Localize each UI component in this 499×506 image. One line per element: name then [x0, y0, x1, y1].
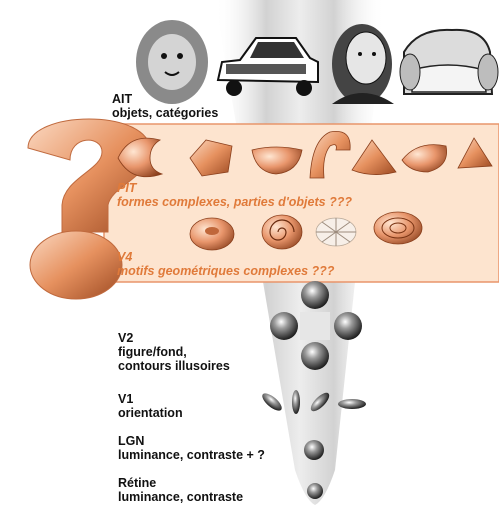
star-burst-icon [316, 218, 356, 246]
retine-description: luminance, contraste [118, 490, 243, 504]
v4-title: V4 [117, 250, 334, 264]
retina-cell-icon [307, 483, 323, 499]
retine-title: Rétine [118, 476, 243, 490]
lgn-description: luminance, contraste + ? [118, 448, 265, 462]
concentric-rings-icon [374, 212, 422, 244]
v2-label: V2 figure/fond, contours illusoires [118, 331, 230, 373]
lgn-label: LGN luminance, contraste + ? [118, 434, 265, 462]
v2-title: V2 [118, 331, 230, 345]
armchair-icon [400, 30, 498, 94]
v4-description: motifs geométriques complexes ??? [117, 264, 334, 278]
ait-label: AIT objets, catégories [112, 92, 218, 120]
v2-description-2: contours illusoires [118, 359, 230, 373]
v4-label: V4 motifs geométriques complexes ??? [117, 250, 334, 278]
pit-description: formes complexes, parties d'objets ??? [117, 195, 352, 209]
lgn-title: LGN [118, 434, 265, 448]
v1-description: orientation [118, 406, 183, 420]
retine-label: Rétine luminance, contraste [118, 476, 243, 504]
v1-title: V1 [118, 392, 183, 406]
v2-description-1: figure/fond, [118, 345, 230, 359]
ait-description: objets, catégories [112, 106, 218, 120]
lgn-cell-icon [304, 440, 324, 460]
portrait-icon [332, 24, 394, 104]
pit-title: PIT [117, 181, 352, 195]
ait-title: AIT [112, 92, 218, 106]
pit-label: PIT formes complexes, parties d'objets ?… [117, 181, 352, 209]
v1-label: V1 orientation [118, 392, 183, 420]
spiral-icon [262, 215, 302, 249]
donut-icon [190, 218, 234, 250]
